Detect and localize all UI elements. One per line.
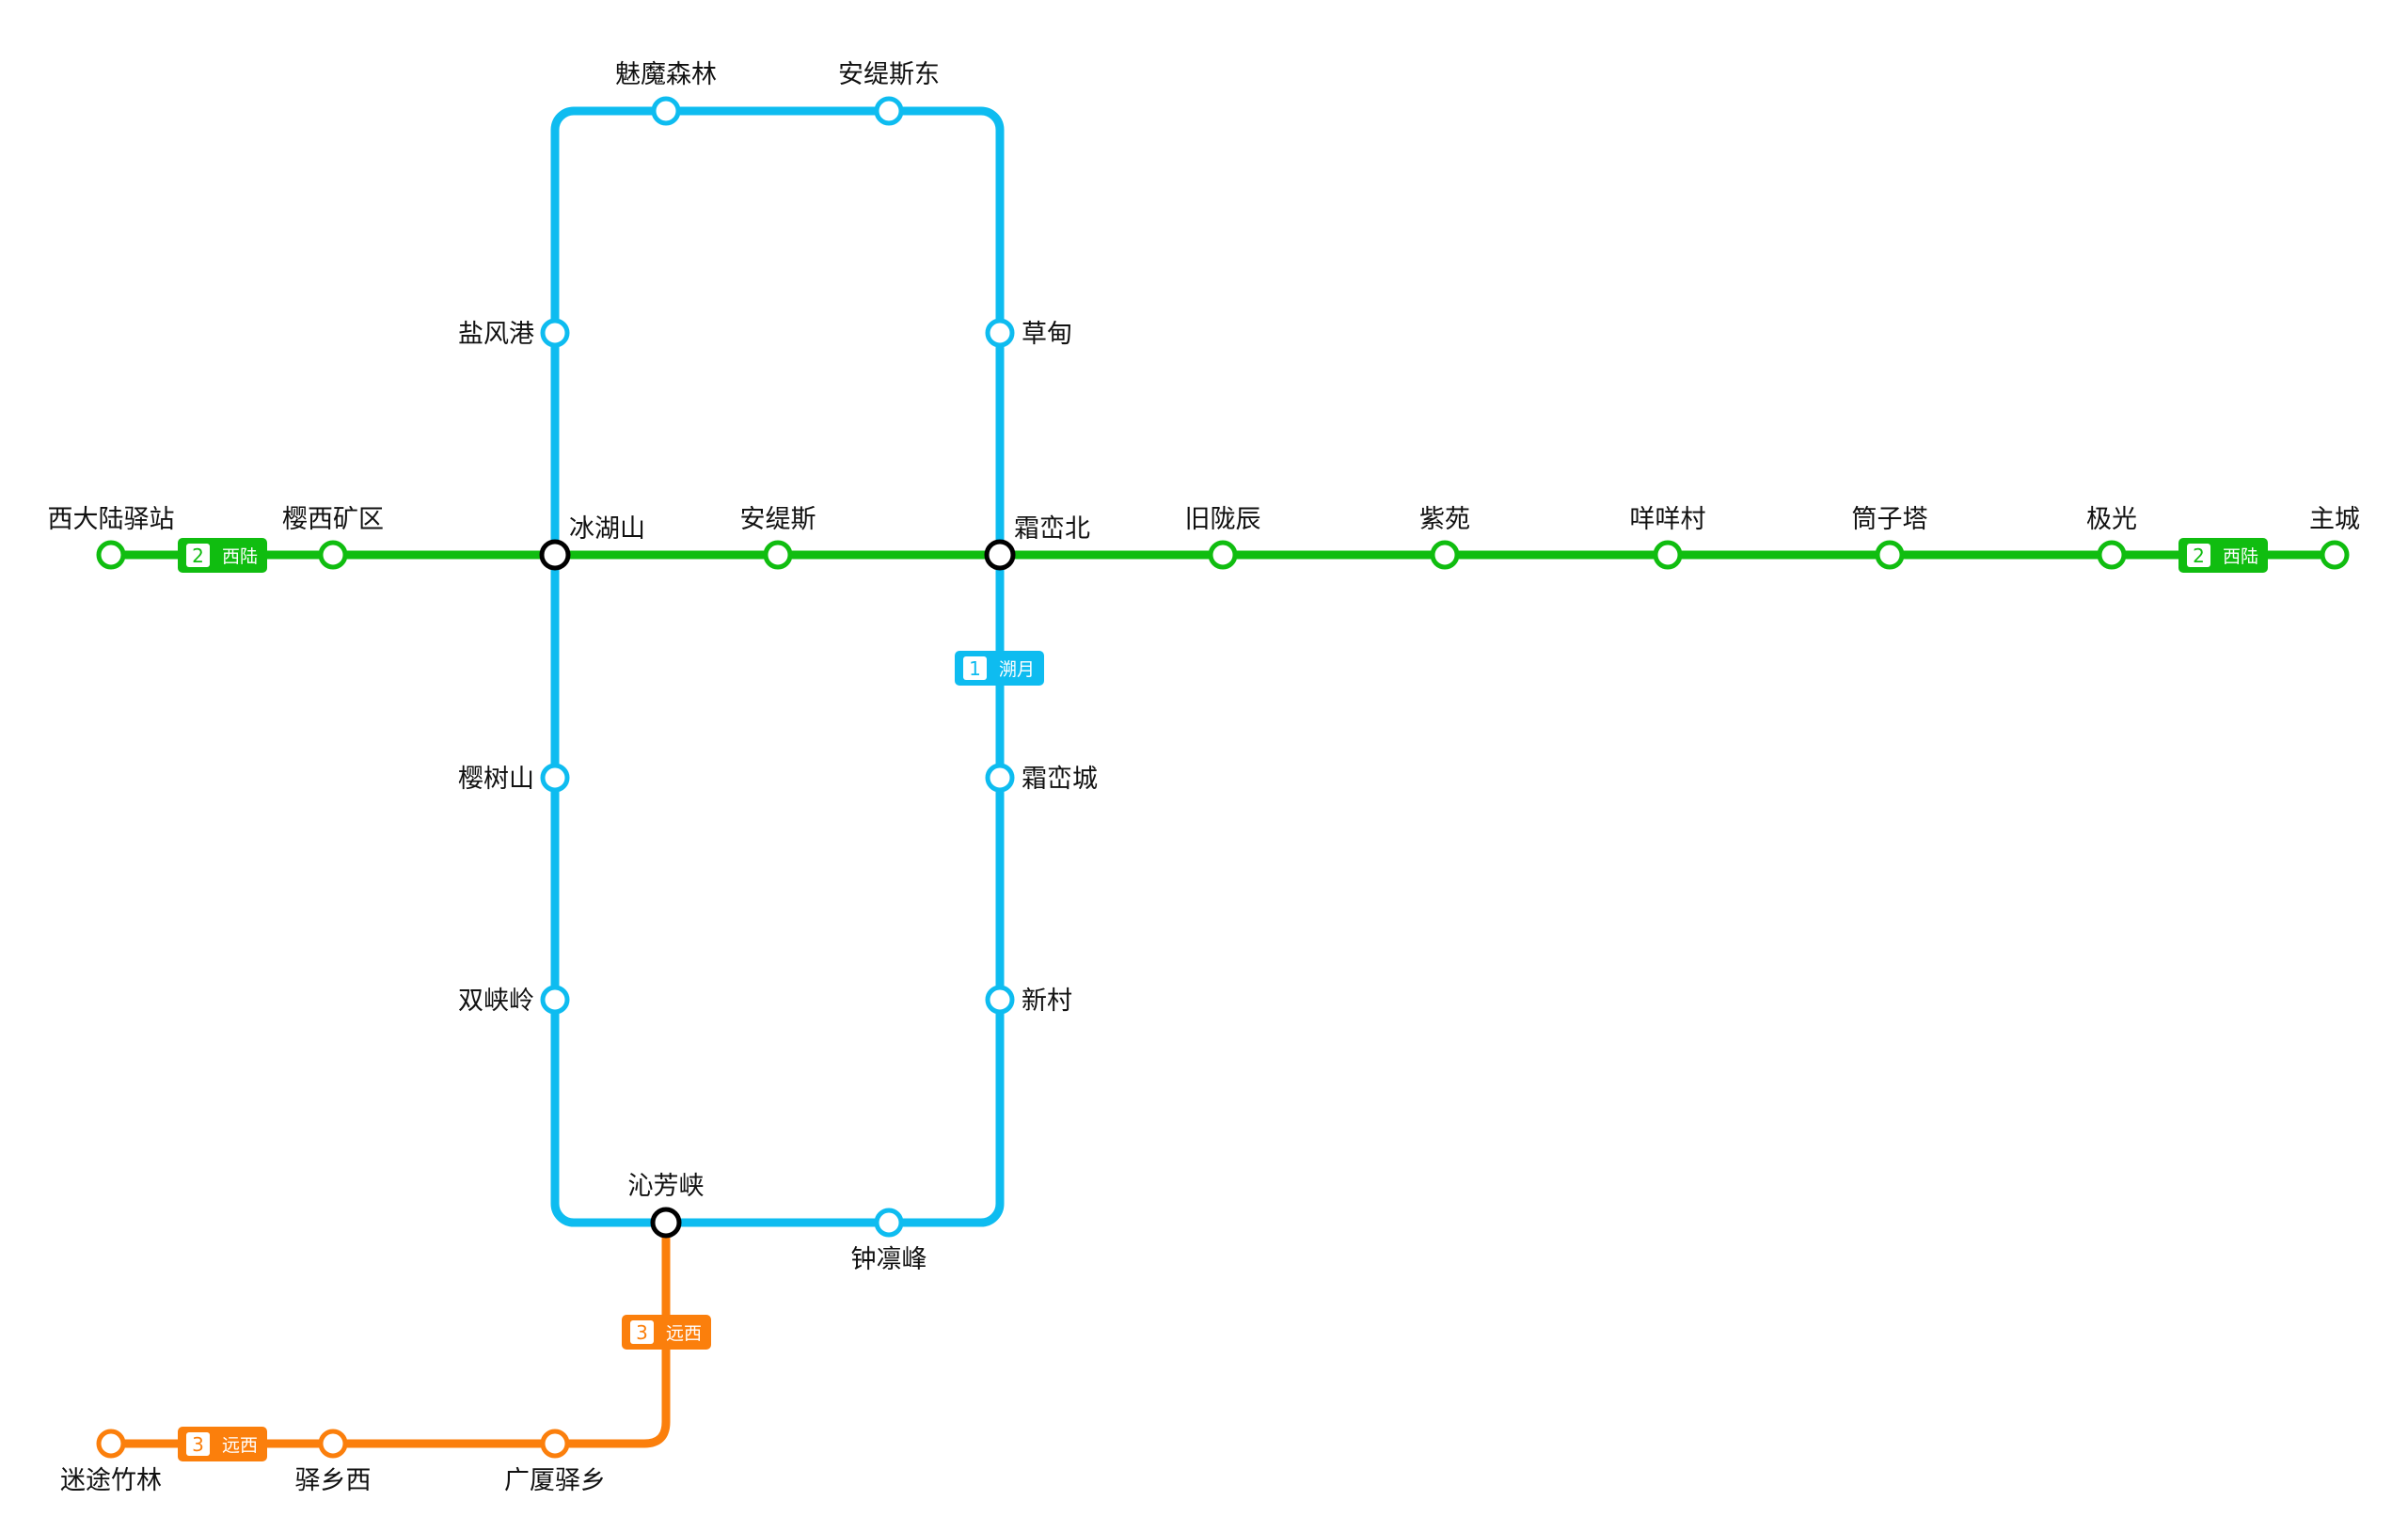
label-lost-bamboo: 迷途竹林 xyxy=(60,1466,162,1495)
interchange-ice-lake[interactable] xyxy=(539,539,571,571)
line-2-badge-east: 2 西陆 xyxy=(2178,538,2268,573)
interchange-qinfang[interactable] xyxy=(650,1207,682,1239)
station-tube-tower[interactable] xyxy=(1875,540,1905,570)
line-1-badge: 1 溯月 xyxy=(955,651,1044,686)
label-antis-east: 安缇斯东 xyxy=(838,60,940,89)
station-frost-city[interactable] xyxy=(985,763,1015,793)
label-twin-gorge: 双峡岭 xyxy=(458,987,534,1016)
label-charm-forest: 魅魔森林 xyxy=(615,60,717,89)
station-salt-wind[interactable] xyxy=(540,318,570,348)
svg-text:远西: 远西 xyxy=(222,1435,258,1456)
line-3-badge-north: 3 远西 xyxy=(622,1315,711,1350)
label-antis: 安缇斯 xyxy=(740,505,816,534)
station-meadow[interactable] xyxy=(985,318,1015,348)
station-new-village[interactable] xyxy=(985,985,1015,1015)
svg-text:远西: 远西 xyxy=(666,1323,702,1344)
label-sakura-hill: 樱树山 xyxy=(458,765,534,794)
label-mansion-inn: 广厦驿乡 xyxy=(504,1466,606,1495)
line-1-track xyxy=(550,106,1005,1227)
station-charm-forest[interactable] xyxy=(651,96,681,126)
label-salt-wind: 盐风港 xyxy=(458,320,534,349)
label-sakura-mine: 樱西矿区 xyxy=(282,505,384,534)
label-qinfang: 沁芳峡 xyxy=(628,1172,705,1201)
label-ziyuan: 紫苑 xyxy=(1419,505,1470,534)
label-old-longchen: 旧陇辰 xyxy=(1185,505,1261,534)
label-tube-tower: 筒子塔 xyxy=(1852,505,1928,534)
svg-text:西陆: 西陆 xyxy=(2223,546,2258,567)
interchange-frost-north[interactable] xyxy=(984,539,1016,571)
svg-text:3: 3 xyxy=(636,1321,648,1344)
station-antis-east[interactable] xyxy=(874,96,904,126)
svg-text:2: 2 xyxy=(192,545,204,567)
label-frost-city: 霜峦城 xyxy=(1022,765,1098,794)
label-west-continent: 西大陆驿站 xyxy=(48,505,175,534)
station-main-city[interactable] xyxy=(2320,540,2350,570)
line-2-badge-west: 2 西陆 xyxy=(178,538,267,573)
svg-text:溯月: 溯月 xyxy=(999,659,1035,680)
station-west-continent[interactable] xyxy=(96,540,126,570)
station-lost-bamboo[interactable] xyxy=(96,1429,126,1459)
station-old-longchen[interactable] xyxy=(1208,540,1238,570)
station-sakura-hill[interactable] xyxy=(540,763,570,793)
station-inn-west[interactable] xyxy=(318,1429,348,1459)
station-ziyuan[interactable] xyxy=(1430,540,1460,570)
station-zhonglin[interactable] xyxy=(874,1208,904,1238)
station-aurora[interactable] xyxy=(2097,540,2127,570)
line-3-badge-west: 3 远西 xyxy=(178,1427,267,1461)
svg-text:西陆: 西陆 xyxy=(222,546,258,567)
station-twin-gorge[interactable] xyxy=(540,985,570,1015)
line-3-track xyxy=(111,1223,671,1448)
station-mie-village[interactable] xyxy=(1653,540,1683,570)
label-inn-west: 驿乡西 xyxy=(295,1466,372,1495)
label-zhonglin: 钟凛峰 xyxy=(851,1245,927,1274)
label-frost-north: 霜峦北 xyxy=(1014,514,1090,544)
svg-text:1: 1 xyxy=(969,657,981,680)
station-mansion-inn[interactable] xyxy=(540,1429,570,1459)
label-mie-village: 咩咩村 xyxy=(1630,505,1706,534)
station-sakura-mine[interactable] xyxy=(318,540,348,570)
label-aurora: 极光 xyxy=(2086,505,2137,534)
station-antis[interactable] xyxy=(763,540,793,570)
label-main-city: 主城 xyxy=(2309,505,2360,534)
svg-text:2: 2 xyxy=(2193,545,2205,567)
label-ice-lake: 冰湖山 xyxy=(569,514,645,544)
label-meadow: 草甸 xyxy=(1022,320,1072,349)
svg-text:3: 3 xyxy=(192,1433,204,1456)
label-new-village: 新村 xyxy=(1022,987,1072,1016)
